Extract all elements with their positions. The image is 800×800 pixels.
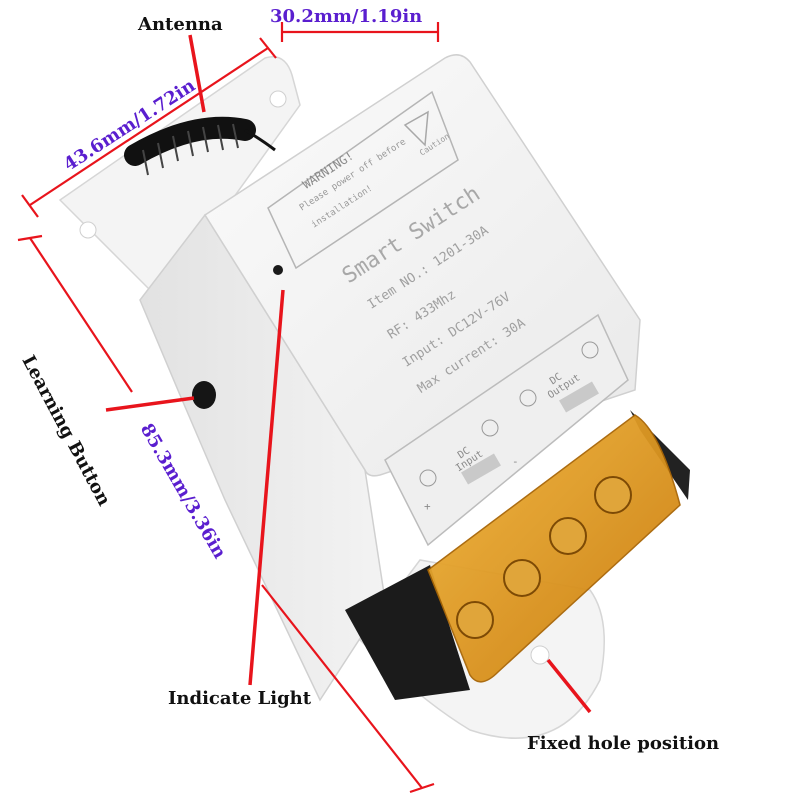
dimension-width: 30.2mm/1.19in <box>270 6 423 27</box>
terminal-screw-3 <box>549 517 587 555</box>
fixed-hole <box>530 645 550 665</box>
label-indicate-light: Indicate Light <box>168 688 312 709</box>
warning-box <box>267 90 459 270</box>
dimension-lines <box>17 22 440 794</box>
terminal-symbol-4 <box>581 341 599 359</box>
terminal-symbol-2 <box>481 419 499 437</box>
caution-triangle <box>403 110 429 147</box>
antenna-coil <box>124 116 276 176</box>
terminal-screw-2 <box>503 559 541 597</box>
label-fixed-hole: Fixed hole position <box>527 733 720 754</box>
terminal-panel <box>384 313 629 547</box>
mounting-plate <box>58 56 301 302</box>
terminal-symbol-3 <box>519 389 537 407</box>
callout-lines <box>105 34 592 714</box>
terminal-symbol-1 <box>419 469 437 487</box>
terminal-screw-1 <box>456 601 494 639</box>
indicator-light <box>273 265 283 275</box>
terminal-screw-4 <box>594 476 632 514</box>
output-polarity-box <box>559 381 599 413</box>
input-polarity-box <box>461 453 501 485</box>
learning-button[interactable] <box>192 381 216 409</box>
mount-hole-top <box>269 90 287 108</box>
device-minus: - <box>512 455 519 468</box>
device-plus: + <box>424 500 431 513</box>
mount-hole-left <box>79 221 97 239</box>
label-antenna: Antenna <box>138 14 223 35</box>
